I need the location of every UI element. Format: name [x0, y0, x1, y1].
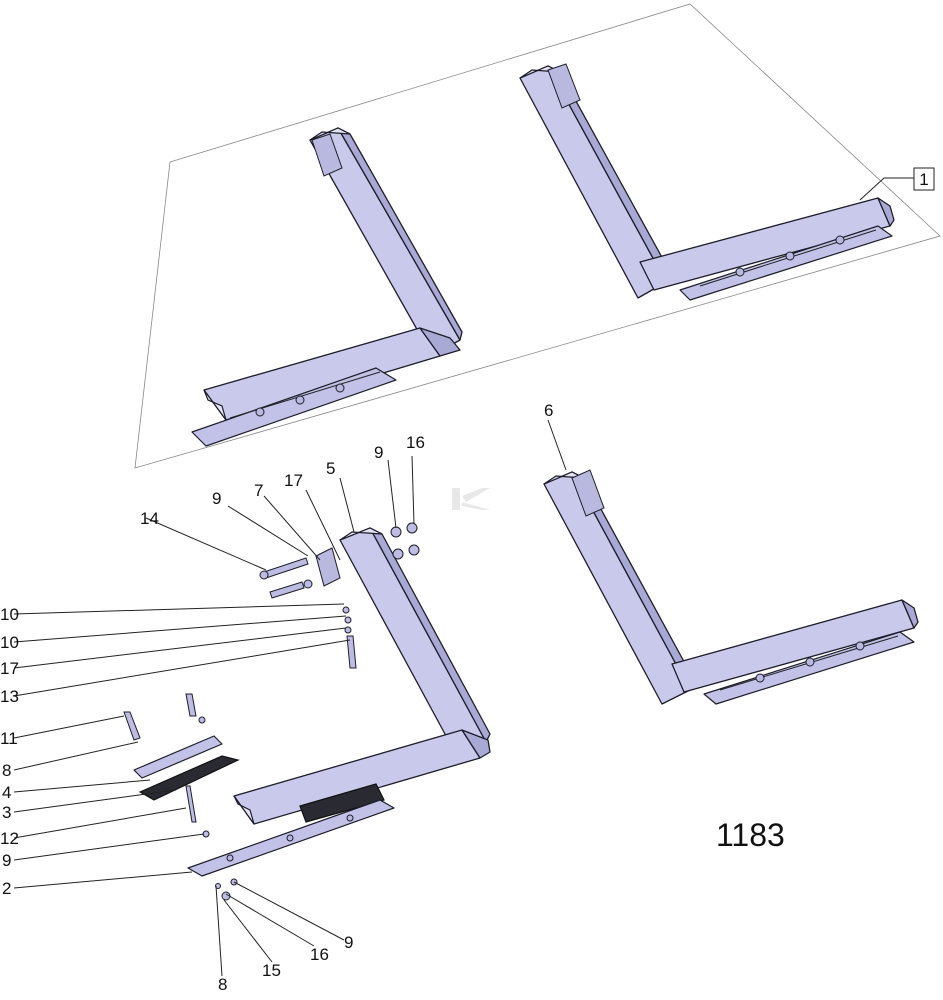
callout-9: 9 — [212, 489, 221, 508]
callout-16: 16 — [310, 945, 329, 964]
callout-2: 2 — [2, 879, 11, 898]
callout-labels: 6 9 16 5 17 7 9 14 10 10 17 13 11 8 4 3 … — [0, 401, 553, 994]
callout-9: 9 — [374, 443, 383, 462]
callout-9: 9 — [344, 933, 353, 952]
hardware-parts — [123, 522, 420, 901]
callout-10: 10 — [0, 633, 19, 652]
assembly-left-frame — [191, 127, 463, 447]
drawing-number: 1183 — [716, 817, 785, 853]
callout-9: 9 — [2, 851, 11, 870]
callout-5: 5 — [326, 459, 335, 478]
callout-11: 11 — [0, 729, 18, 748]
callout-16: 16 — [406, 433, 425, 452]
assembly-label: 1 — [919, 170, 928, 189]
assembly-label-box — [913, 167, 935, 191]
callout-13: 13 — [0, 687, 19, 706]
callout-17: 17 — [284, 471, 303, 490]
callout-12: 12 — [0, 829, 19, 848]
watermark-logo — [452, 488, 490, 510]
callout-7: 7 — [254, 481, 263, 500]
part-5-frame — [233, 527, 491, 825]
callout-8: 8 — [2, 761, 11, 780]
callout-8: 8 — [218, 975, 227, 994]
leader-lines — [13, 177, 914, 977]
assembly-right-frame — [519, 63, 895, 301]
callout-10: 10 — [0, 605, 19, 624]
assembly-frame — [134, 3, 941, 469]
callout-3: 3 — [2, 803, 11, 822]
part-6-frame — [543, 469, 919, 705]
callout-14: 14 — [140, 509, 159, 528]
callout-17: 17 — [0, 659, 19, 678]
callout-6: 6 — [544, 401, 553, 420]
callout-15: 15 — [262, 961, 281, 980]
callout-4: 4 — [2, 783, 11, 802]
